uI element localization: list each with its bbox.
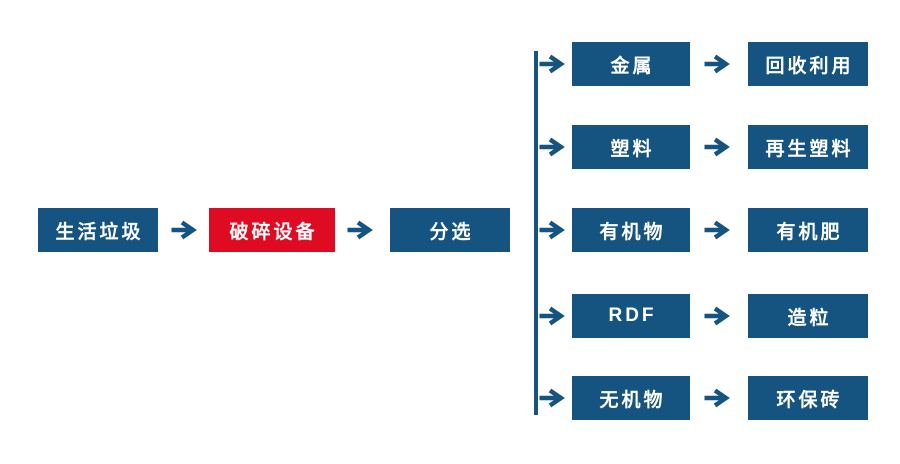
result-node-recycling: 回收利用 — [748, 42, 868, 86]
arrow-right-icon — [539, 306, 565, 326]
flow-node-household-waste: 生活垃圾 — [38, 208, 158, 252]
branch-node-inorganic-matter: 无机物 — [572, 376, 690, 420]
flow-node-sorting: 分选 — [390, 208, 510, 252]
branch-trunk-line — [534, 51, 538, 415]
arrow-right-icon — [704, 306, 730, 326]
branch-node-metal: 金属 — [572, 42, 690, 86]
arrow-right-icon — [704, 220, 730, 240]
arrow-right-icon — [539, 220, 565, 240]
branch-node-plastic: 塑料 — [572, 125, 690, 169]
result-node-organic-fertilizer: 有机肥 — [748, 208, 868, 252]
flow-node-crushing-equipment: 破碎设备 — [209, 208, 335, 252]
branch-node-organic-matter: 有机物 — [572, 208, 690, 252]
arrow-right-icon — [704, 388, 730, 408]
result-node-recycled-plastic: 再生塑料 — [748, 125, 868, 169]
arrow-right-icon — [704, 54, 730, 74]
result-node-eco-brick: 环保砖 — [748, 376, 868, 420]
arrow-right-icon — [171, 220, 197, 240]
arrow-right-icon — [539, 388, 565, 408]
arrow-right-icon — [539, 137, 565, 157]
arrow-right-icon — [347, 220, 373, 240]
branch-node-rdf: RDF — [572, 294, 690, 338]
result-node-granulation: 造粒 — [748, 294, 868, 338]
arrow-right-icon — [704, 137, 730, 157]
arrow-right-icon — [539, 54, 565, 74]
